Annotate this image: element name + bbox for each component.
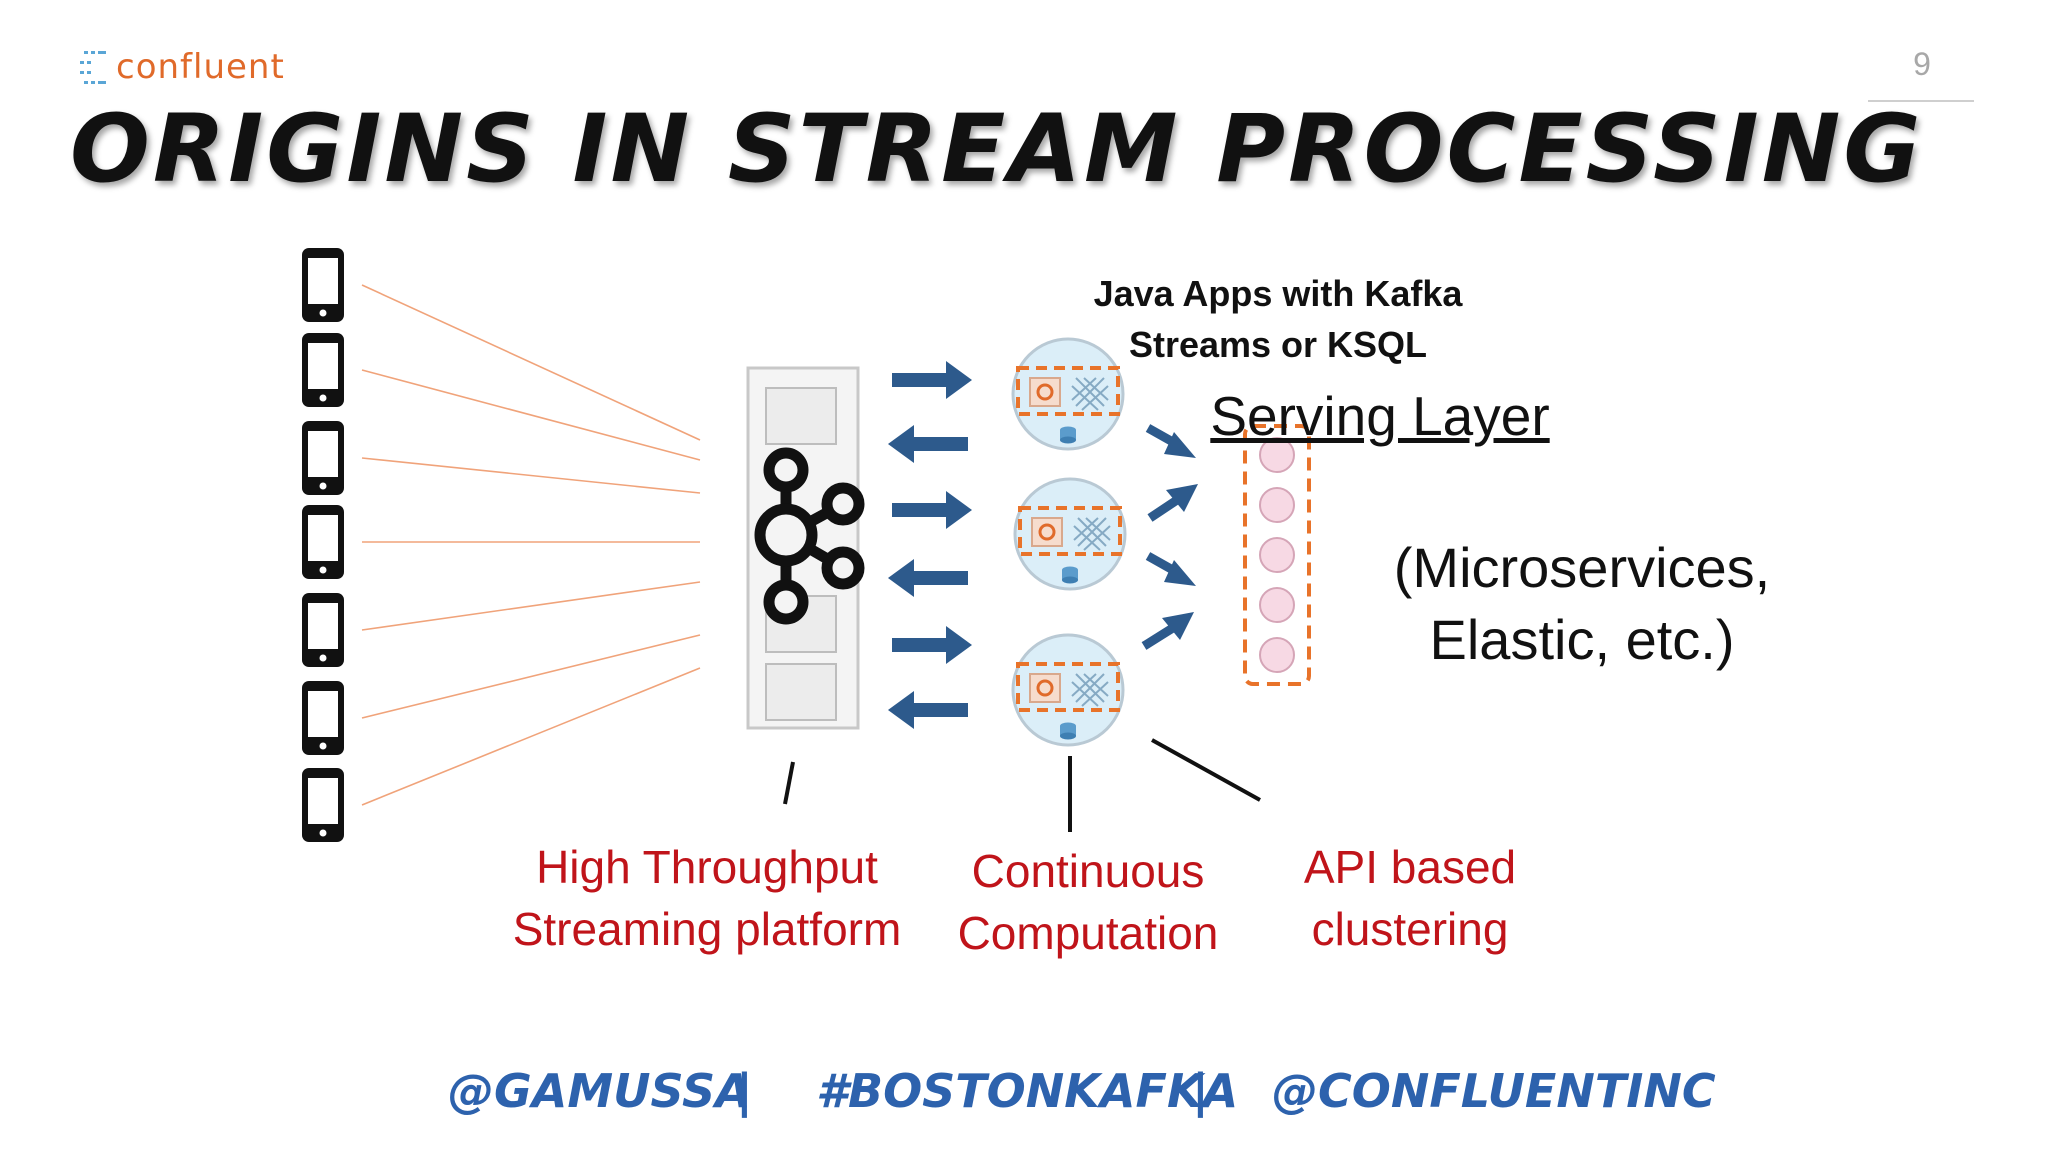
feed-lines [361,284,701,806]
serving-arrows [1141,424,1198,650]
phone-icon [302,333,344,407]
app-instance [1011,633,1125,747]
slide-title: ORIGINS IN STREAM PROCESSING [70,95,1924,204]
arrow-right-icon [892,626,972,664]
callout-pointers [783,738,1261,832]
phone-icon [302,593,344,667]
event-hashtag: #BOSTONKAFKA [816,1064,1239,1118]
phone-icon [302,768,344,842]
callout-line-1: API based [1303,841,1517,893]
page-number-rule [1868,100,1974,102]
confluent-mark-icon [80,51,106,84]
arrow-right-icon [892,491,972,529]
serving-layer-line-1: (Microservices, [1393,536,1771,599]
apps-label-line-2: Streams or KSQL [1128,324,1428,365]
callout-api-clustering: API based clustering [1250,836,1570,960]
arrow-left-icon [888,425,968,463]
twitter-handle-company: @CONFLUENTINC [1272,1064,1716,1118]
twitter-handle-speaker: @GAMUSSA [448,1064,751,1118]
app-instances [1011,337,1127,747]
serving-layer-line-2: Elastic, etc.) [1429,608,1735,671]
footer-separator: | [736,1064,753,1118]
callout-line-2: clustering [1311,903,1509,955]
phone-icon [302,248,344,322]
kafka-logo-icon [754,447,865,625]
callout-continuous-computation: Continuous Computation [928,840,1248,964]
phone-icon [302,505,344,579]
phone-icon [302,421,344,495]
arrow-left-icon [888,691,968,729]
callout-line-2: Streaming platform [512,903,902,955]
serving-layer-description: (Microservices, Elastic, etc.) [1332,532,1832,676]
data-flow-arrows [888,361,972,729]
page-number: 9 [1913,46,1931,82]
serving-layer-title: Serving Layer [1210,385,1550,447]
phone-icon [302,681,344,755]
footer-social: @GAMUSSA | #BOSTONKAFKA | @CONFLUENTINC [0,1064,2048,1134]
callout-streaming-platform: High Throughput Streaming platform [477,836,937,960]
arrow-left-icon [888,559,968,597]
logo-text: confluent [116,47,285,87]
confluent-logo: confluent [78,44,285,90]
callout-line-1: Continuous [971,845,1205,897]
kafka-broker [746,366,865,730]
serving-layer-column [1243,424,1311,686]
phone-devices [302,248,344,842]
app-instance [1013,477,1127,591]
callout-line-1: High Throughput [536,841,878,893]
callout-line-2: Computation [957,907,1219,959]
arrow-right-icon [892,361,972,399]
apps-label-line-1: Java Apps with Kafka [1093,273,1463,314]
footer-separator: | [1192,1064,1209,1118]
apps-label: Java Apps with Kafka Streams or KSQL [1058,268,1498,370]
